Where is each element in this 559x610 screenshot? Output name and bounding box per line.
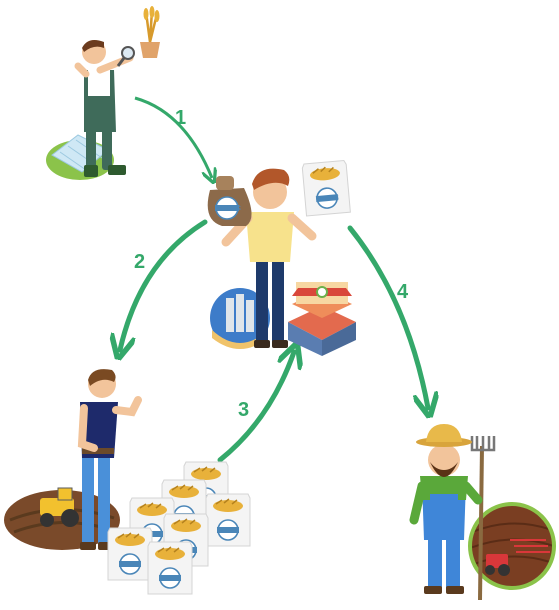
- breeder-person-icon: [74, 40, 134, 177]
- shop-icon: [288, 282, 356, 356]
- magnifier-icon: [116, 46, 135, 67]
- arrow-step-4: [347, 225, 428, 408]
- step-number-2: 2: [134, 251, 145, 273]
- sack-badge-text: CERTIFIÉ: [218, 204, 241, 212]
- step-number-4: 4: [397, 281, 409, 303]
- plowed-field-icon: [468, 502, 556, 590]
- arrow-step-3: [217, 352, 294, 463]
- multiplier-farmer-icon: [77, 369, 142, 550]
- arrow-step-1: [134, 96, 212, 178]
- bag-badge-text: CERTIFIÉ: [316, 193, 340, 203]
- arrow-step-2: [120, 219, 208, 350]
- farmer-pitchfork-icon: [409, 424, 496, 601]
- seed-company-person-icon: [221, 168, 317, 348]
- seed-bag-stack-icon: [107, 461, 251, 595]
- seed-sack-icon: CERTIFIÉ: [207, 176, 252, 226]
- step-number-1: 1: [175, 107, 186, 129]
- seed-bag-icon: CERTIFIÉ: [301, 159, 352, 217]
- wheat-pot-icon: [140, 6, 160, 58]
- step-number-3: 3: [238, 399, 249, 421]
